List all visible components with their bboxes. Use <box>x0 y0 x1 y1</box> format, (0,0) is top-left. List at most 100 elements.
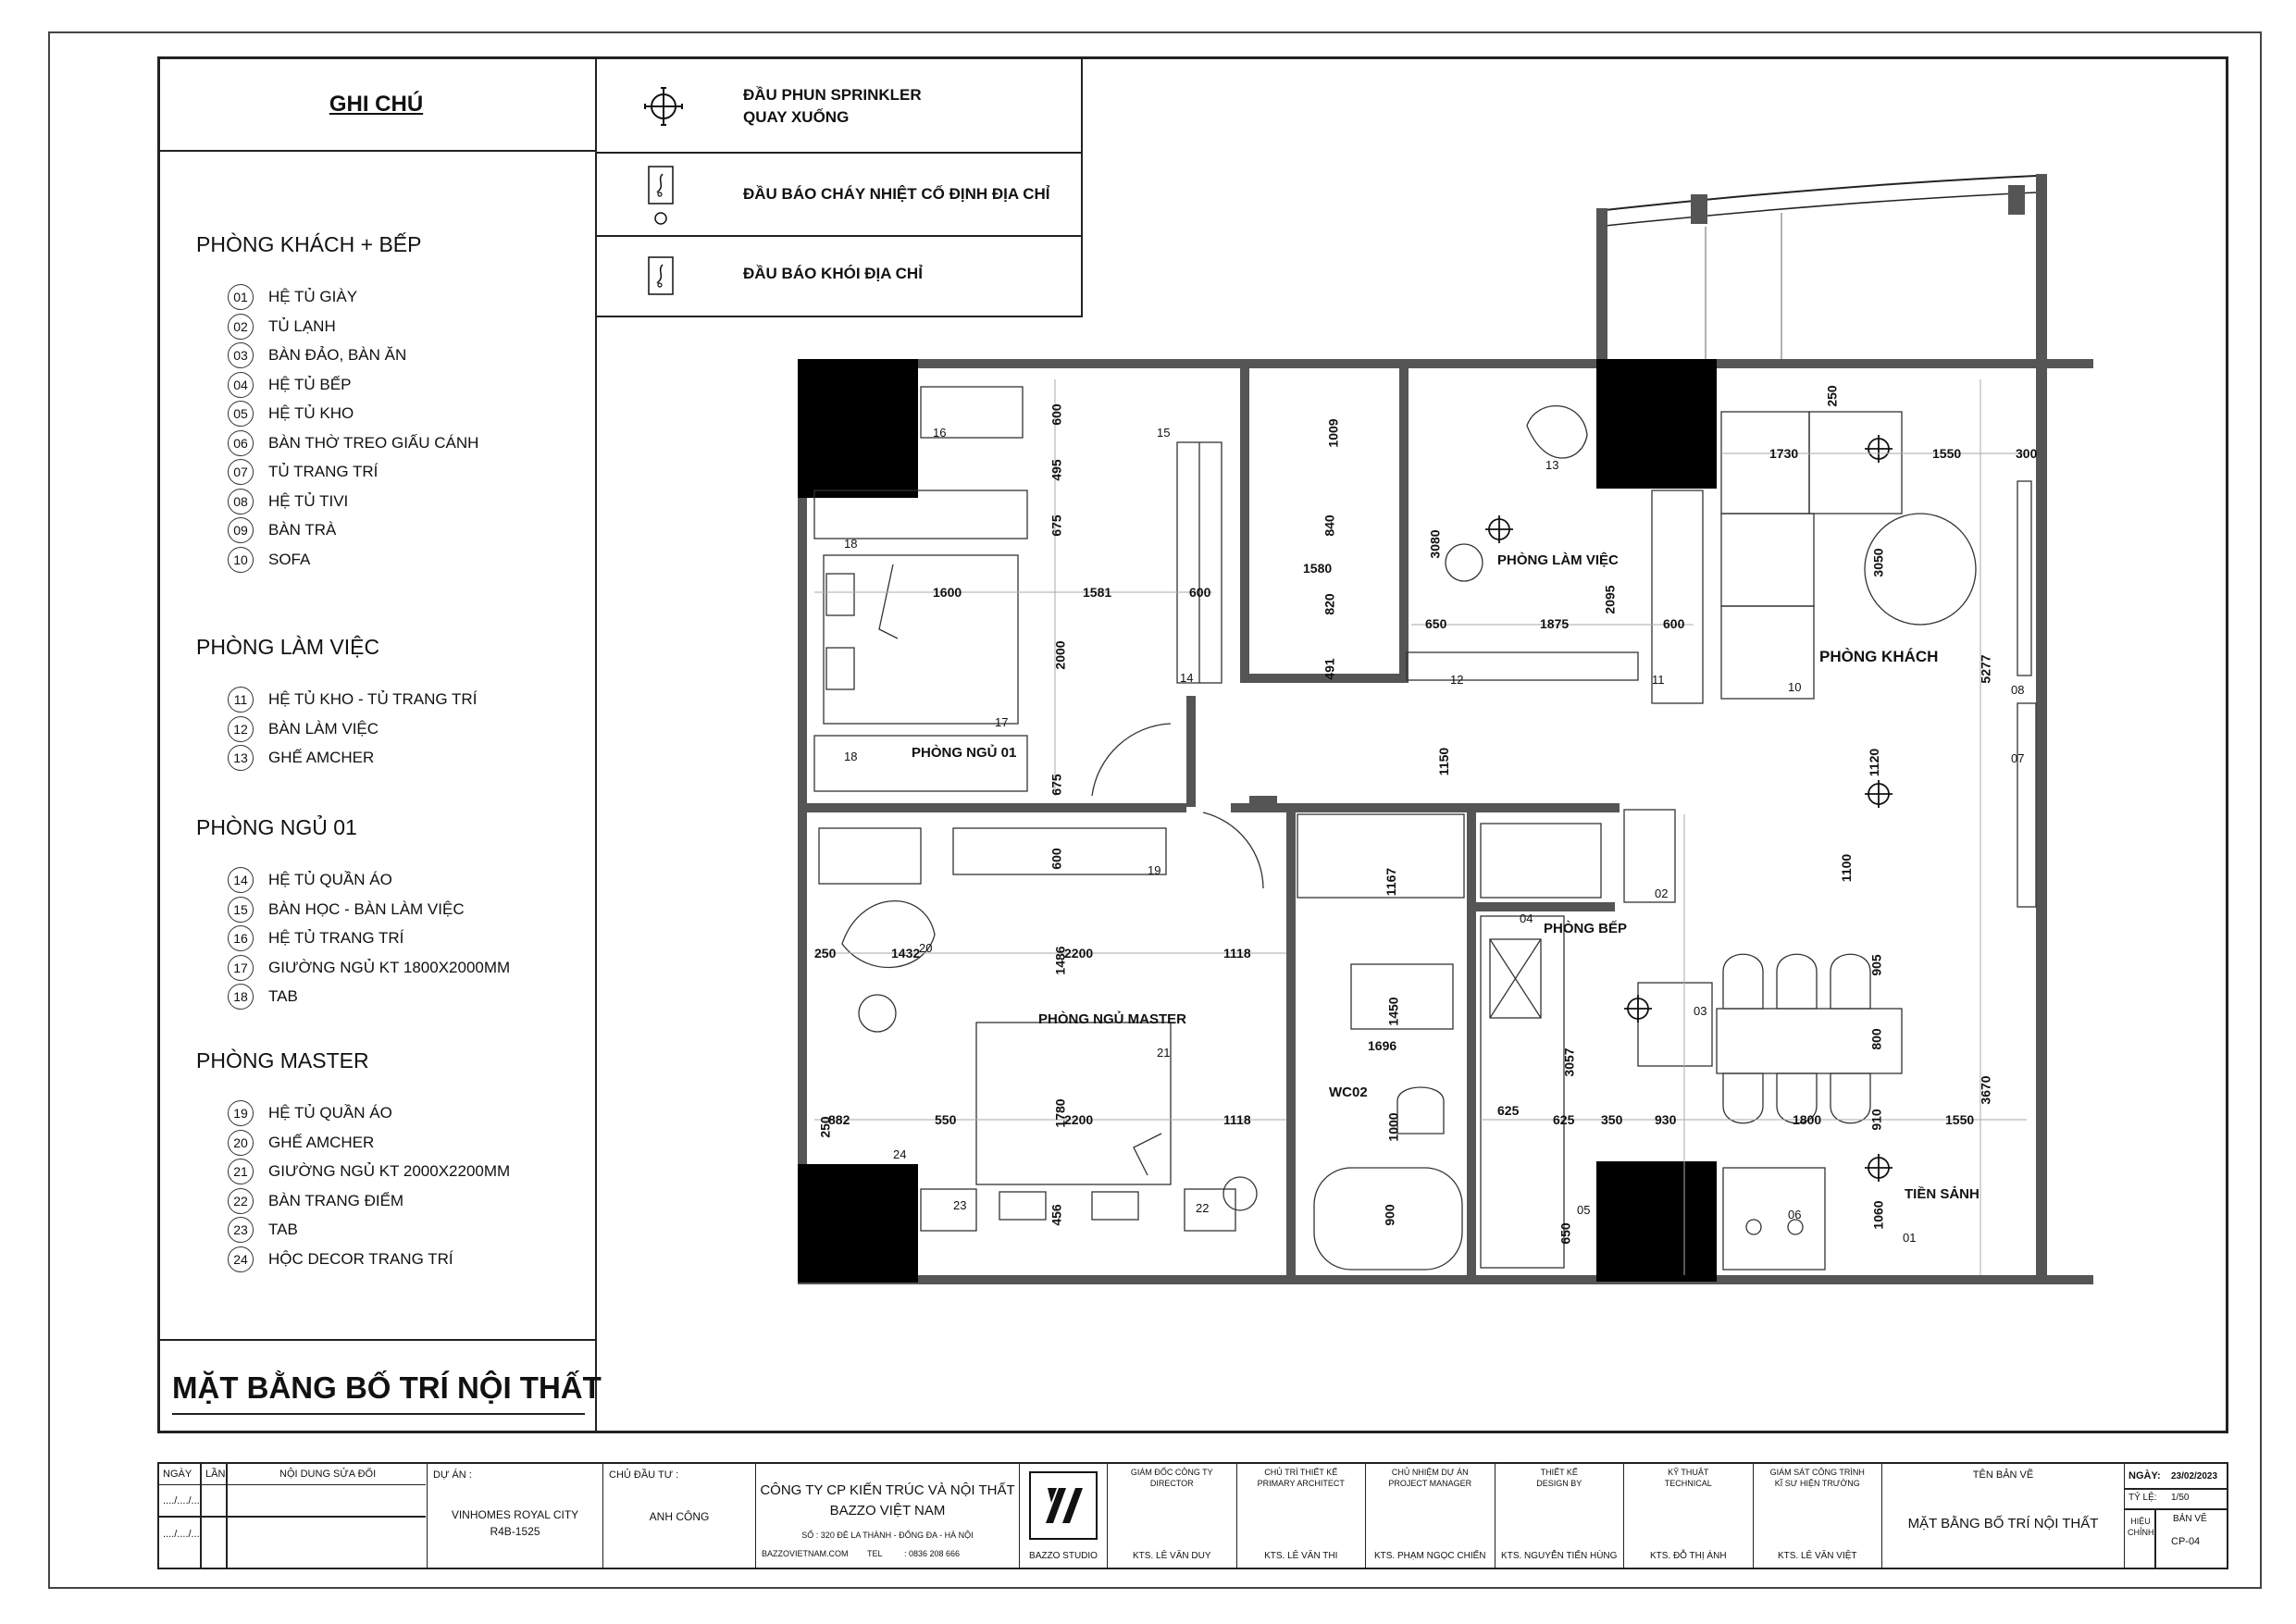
furniture-tag: 11 <box>1652 673 1665 687</box>
room-wc02: WC02 <box>1329 1085 1368 1100</box>
item-number-badge: 13 <box>228 745 254 771</box>
item-number-badge: 16 <box>228 925 254 951</box>
notes-section-title: PHÒNG NGỦ 01 <box>196 815 357 839</box>
item-number-badge: 01 <box>228 284 254 310</box>
logo-text: BAZZO STUDIO <box>1029 1551 1098 1561</box>
sheet-border <box>157 56 2228 1433</box>
item-number-badge: 21 <box>228 1159 254 1184</box>
item-number-badge: 06 <box>228 429 254 456</box>
room-kitchen: PHÒNG BẾP <box>1544 921 1628 936</box>
smoke-detector-icon <box>648 256 674 295</box>
item-number-badge: 03 <box>228 342 254 368</box>
dimension-label: 930 <box>1655 1112 1677 1127</box>
item-label: HỘC DECOR TRANG TRÍ <box>268 1249 453 1268</box>
date-label: NGÀY: <box>2128 1470 2161 1481</box>
item-number-badge: 02 <box>228 313 254 340</box>
item-number-badge: 12 <box>228 715 254 742</box>
legend-heat-label: ĐẦU BÁO CHÁY NHIỆT CỐ ĐỊNH ĐỊA CHỈ <box>743 185 1050 203</box>
title-block: NGÀY LẦN NỘI DUNG SỬA ĐỔI ..../..../... … <box>157 1462 2228 1569</box>
rev-date-2: ..../..../... <box>163 1529 200 1540</box>
item-number-badge: 18 <box>228 984 254 1010</box>
dimension-label: 1875 <box>1540 616 1570 631</box>
dimension-label: 600 <box>1049 403 1064 426</box>
dimension-label: 600 <box>1049 848 1064 870</box>
dimension-label: 1100 <box>1839 853 1855 883</box>
dimension-label: 250 <box>817 1116 833 1138</box>
item-label: TỦ TRANG TRÍ <box>268 463 379 480</box>
dimension-label: 3670 <box>1978 1075 1993 1105</box>
furniture-tag: 19 <box>1148 863 1161 877</box>
dimension-label: 650 <box>1558 1222 1573 1245</box>
item-label: BÀN TRANG ĐIỂM <box>268 1191 404 1209</box>
dimension-label: 5277 <box>1978 654 1993 684</box>
item-number-badge: 09 <box>228 517 254 543</box>
furniture-tag: 24 <box>893 1147 907 1161</box>
notes-section-title: PHÒNG MASTER <box>196 1048 369 1072</box>
item-label: HỆ TỦ BẾP <box>268 375 352 393</box>
furniture-tag: 14 <box>1180 671 1194 685</box>
furniture-tag: 15 <box>1157 426 1171 440</box>
item-label: GHẾ AMCHER <box>268 1133 375 1151</box>
item-number-badge: 05 <box>228 401 254 427</box>
dimension-label: 250 <box>1824 385 1840 407</box>
dimension-label: 2200 <box>1064 946 1094 961</box>
item-label: SOFA <box>268 550 311 568</box>
date-value: 23/02/2023 <box>2171 1471 2218 1481</box>
drawing-title: MẶT BẰNG BỐ TRÍ NỘI THẤT <box>172 1370 602 1405</box>
item-label: GIƯỜNG NGỦ KT 1800X2000MM <box>268 958 511 976</box>
furniture-tag: 21 <box>1157 1046 1171 1060</box>
dimension-label: 600 <box>1189 585 1211 600</box>
item-label: BÀN TRÀ <box>268 521 337 539</box>
dimension-label: 1000 <box>1385 1112 1401 1142</box>
legend-sprinkler-line2: QUAY XUỐNG <box>743 108 850 126</box>
item-label: BÀN ĐẢO, BÀN ĂN <box>268 346 407 364</box>
sheet-number: CP-04 <box>2171 1536 2201 1547</box>
dimension-label: 1150 <box>1436 747 1452 776</box>
item-label: BÀN HỌC - BÀN LÀM VIỆC <box>268 899 465 918</box>
company-line2: BAZZO VIỆT NAM <box>829 1503 946 1519</box>
furniture-tag: 23 <box>953 1198 967 1212</box>
dimension-label: 550 <box>935 1112 957 1127</box>
owner-cell: CHỦ ĐẦU TƯ : ANH CÔNG <box>603 1464 756 1568</box>
dimension-label: 1432 <box>891 946 921 961</box>
dimension-label: 495 <box>1049 459 1064 481</box>
sheet-name-cell: TÊN BẢN VẼ MẶT BẰNG BỐ TRÍ NỘI THẤT <box>1882 1464 2125 1568</box>
furniture-tag: 01 <box>1903 1231 1917 1245</box>
item-number-badge: 14 <box>228 867 254 893</box>
notes-header: GHI CHÚ <box>157 56 595 152</box>
item-number-badge: 22 <box>228 1187 254 1214</box>
owner-name: ANH CÔNG <box>649 1510 710 1523</box>
legend-smoke-label: ĐẦU BÁO KHÓI ĐỊA CHỈ <box>743 265 923 282</box>
room-work: PHÒNG LÀM VIỆC <box>1497 552 1619 568</box>
item-number-badge: 11 <box>228 687 254 713</box>
furniture-tag: 18 <box>844 750 858 763</box>
role-title-en: KĨ SƯ HIỆN TRƯỜNG <box>1774 1479 1860 1488</box>
item-number-badge: 19 <box>228 1100 254 1126</box>
dimension-label: 650 <box>1425 616 1447 631</box>
room-entry: TIỀN SẢNH <box>1905 1186 1980 1202</box>
item-number-badge: 17 <box>228 954 254 981</box>
dimension-label: 800 <box>1868 1028 1884 1050</box>
rev-no-header: LẦN <box>205 1469 226 1480</box>
sprinkler-icon <box>644 87 683 126</box>
logo-cell: BAZZO STUDIO <box>1020 1464 1108 1568</box>
dimension-label: 3050 <box>1870 548 1886 577</box>
role-person-name: KTS. LÊ VĂN THI <box>1264 1551 1338 1561</box>
furniture-tag: 18 <box>844 537 858 551</box>
scale-value: 1/50 <box>2171 1493 2190 1503</box>
dimension-label: 905 <box>1868 954 1884 976</box>
furniture-tag: 20 <box>919 941 933 955</box>
dimension-label: 1550 <box>1945 1112 1975 1127</box>
dimension-label: 1581 <box>1083 585 1112 600</box>
room-living: PHÒNG KHÁCH <box>1819 648 1939 665</box>
sheet-info-cell: NGÀY: 23/02/2023 TỶ LỆ: 1/50 HIỆU CHỈNH … <box>2125 1464 2227 1568</box>
room-master: PHÒNG NGỦ MASTER <box>1038 1011 1187 1027</box>
role-person-name: KTS. NGUYỄN TIẾN HÙNG <box>1501 1551 1618 1561</box>
role-title-vn: CHỦ TRÌ THIẾT KẾ <box>1264 1468 1338 1477</box>
company-tel-label: TEL <box>867 1549 883 1558</box>
furniture-tag: 22 <box>1196 1201 1210 1215</box>
item-number-badge: 10 <box>228 546 254 573</box>
item-label: GHẾ AMCHER <box>268 749 375 766</box>
